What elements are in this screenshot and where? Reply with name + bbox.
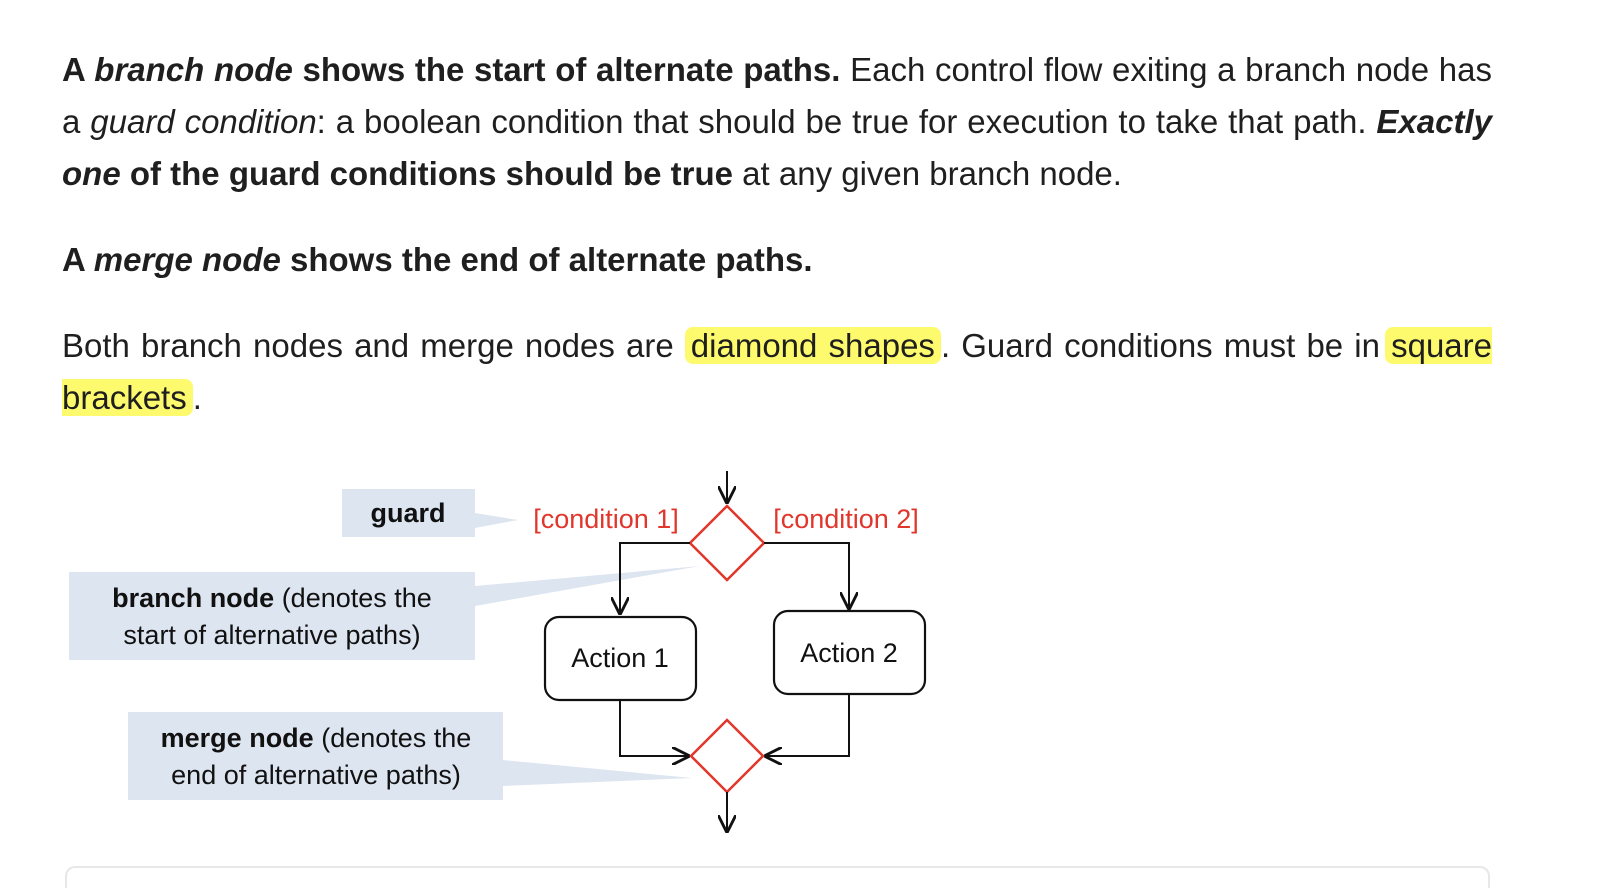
text-content: A branch node shows the start of alterna… [62, 44, 1492, 424]
flow-to-action2 [764, 542, 849, 608]
text-span: at any given branch node. [733, 155, 1122, 192]
next-section-border [65, 866, 1490, 888]
highlight-diamond-shapes: diamond shapes [684, 327, 941, 364]
merge-callout-line2: end of alternative paths) [171, 760, 461, 790]
text-span: of the guard conditions should be true [120, 155, 733, 192]
text-span: . [192, 379, 202, 416]
action1-label: Action 1 [571, 643, 669, 673]
term-branch-node: branch node [94, 51, 293, 88]
text-span: : a boolean condition that should be tru… [316, 103, 1377, 140]
merge-callout-pointer [503, 760, 692, 786]
flow-to-action1 [620, 542, 690, 613]
merge-diamond [689, 718, 765, 794]
paragraph-shapes: Both branch nodes and merge nodes are di… [62, 320, 1492, 424]
branch-callout [69, 572, 475, 660]
text-span: Each control flow exiting a branch node … [62, 51, 1492, 140]
term-merge-node: merge node [93, 241, 281, 278]
branch-callout-pointer [475, 566, 700, 606]
text-span: shows the start of alternate paths. [292, 51, 841, 88]
condition1-label: [condition 1] [533, 504, 679, 534]
paragraph-merge-node: A merge node shows the end of alternate … [62, 234, 1492, 286]
branch-callout-line2: start of alternative paths) [123, 620, 420, 650]
term-exactly-one: Exactly one [62, 103, 1492, 192]
text-span: A [62, 51, 95, 88]
flow-from-action1 [619, 700, 688, 756]
text-span: shows the end of alternate paths. [280, 241, 813, 278]
flow-from-action2 [766, 694, 850, 756]
paragraph-branch-node: A branch node shows the start of alterna… [62, 44, 1492, 200]
action2-label: Action 2 [800, 638, 898, 668]
branch-diamond [688, 504, 766, 582]
merge-callout-line1: merge node (denotes the [161, 723, 472, 753]
merge-callout [128, 712, 503, 800]
guard-label: guard [370, 498, 445, 528]
condition2-label: [condition 2] [773, 504, 919, 534]
guard-callout [342, 489, 475, 537]
text-span: . Guard conditions must be in [940, 327, 1392, 364]
text-span: A [62, 241, 94, 278]
branch-callout-line1: branch node (denotes the [112, 583, 432, 613]
guard-callout-pointer [475, 513, 518, 528]
text-span: Both branch nodes and merge nodes are [62, 327, 685, 364]
term-guard-condition: guard condition [90, 103, 317, 140]
